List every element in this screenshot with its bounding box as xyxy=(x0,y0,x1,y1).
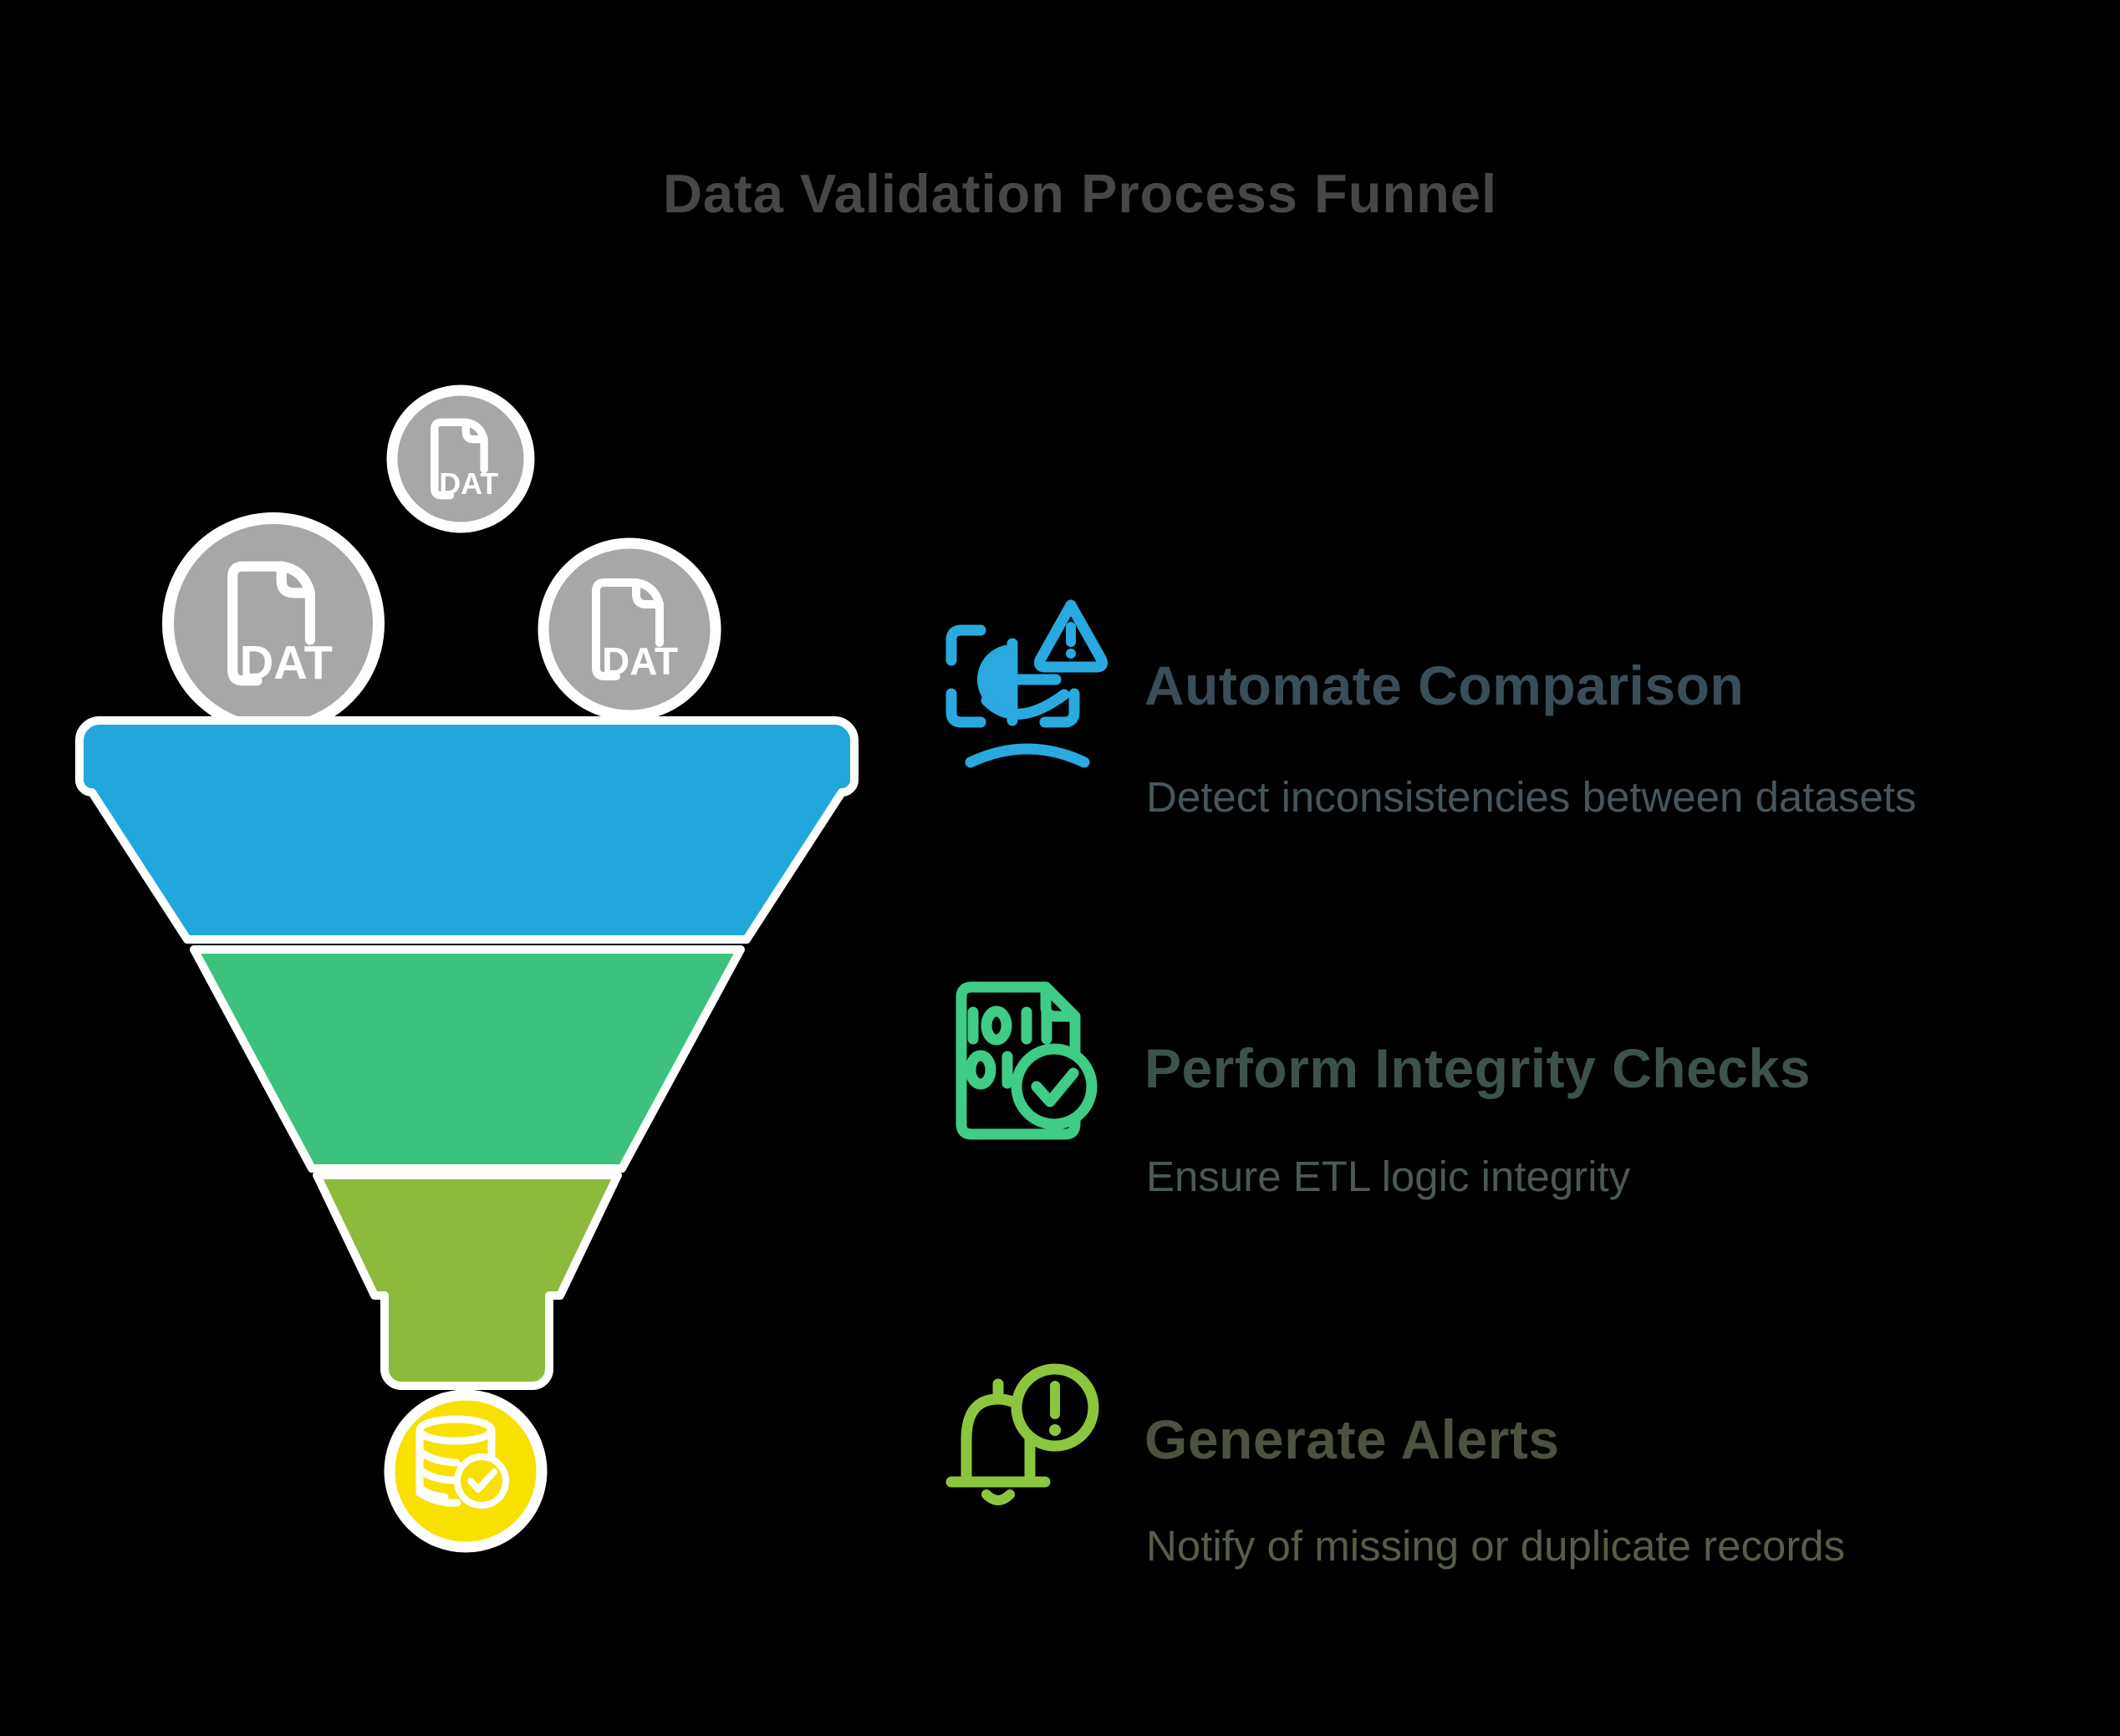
binary-digit xyxy=(965,1050,996,1090)
smile-arc xyxy=(965,743,1090,768)
dat-file-icon: DAT xyxy=(227,561,333,689)
warning-triangle xyxy=(1034,599,1108,673)
globe-arc xyxy=(981,689,1070,720)
funnel-output xyxy=(384,1389,548,1553)
input-circle-left xyxy=(162,512,385,735)
bell-clapper xyxy=(981,1489,1015,1505)
input-file-circles: DAT DAT DAT xyxy=(162,384,721,735)
input-circle-right xyxy=(538,537,721,721)
dat-label: DAT xyxy=(439,467,498,501)
bracket-bottom-right xyxy=(1039,688,1080,728)
comparison-warning-icon xyxy=(945,599,1108,768)
funnel-stages xyxy=(75,716,859,1390)
dat-file-icon: DAT xyxy=(431,418,498,501)
funnel-stage-1 xyxy=(75,716,859,944)
alert-dot xyxy=(1049,1424,1061,1436)
warning-dot xyxy=(1066,649,1076,659)
binary-file-check-icon xyxy=(956,981,1098,1140)
dat-label: DAT xyxy=(602,639,678,683)
dat-label: DAT xyxy=(240,636,333,689)
page-title: Data Validation Process Funnel xyxy=(662,163,1498,224)
bell-alert-icon xyxy=(945,1363,1099,1505)
funnel-diagram: DAT DAT DAT xyxy=(75,384,859,1553)
item-title-generate-alerts: Generate Alerts xyxy=(1144,1408,1560,1470)
check-mark xyxy=(1031,1067,1079,1107)
check-circle xyxy=(1011,1043,1098,1130)
funnel-stage-3 xyxy=(313,1171,622,1390)
bracket-bottom-left xyxy=(945,688,986,728)
item-subtitle-perform-integrity-checks: Ensure ETL logic integrity xyxy=(1146,1153,1631,1200)
binary-digit xyxy=(1021,1006,1052,1045)
binary-digit xyxy=(981,1005,1012,1046)
bracket-top-left xyxy=(945,624,986,666)
item-title-automate-comparison: Automate Comparison xyxy=(1144,654,1745,716)
funnel-stage-2 xyxy=(190,945,745,1173)
item-subtitle-generate-alerts: Notify of missing or duplicate records xyxy=(1146,1522,1846,1570)
item-title-perform-integrity-checks: Perform Integrity Checks xyxy=(1144,1037,1811,1099)
input-circle-top xyxy=(386,384,535,533)
database-check-icon xyxy=(415,1415,509,1509)
dat-file-icon: DAT xyxy=(592,578,678,683)
item-subtitle-automate-comparison: Detect inconsistencies between datasets xyxy=(1146,773,1917,821)
